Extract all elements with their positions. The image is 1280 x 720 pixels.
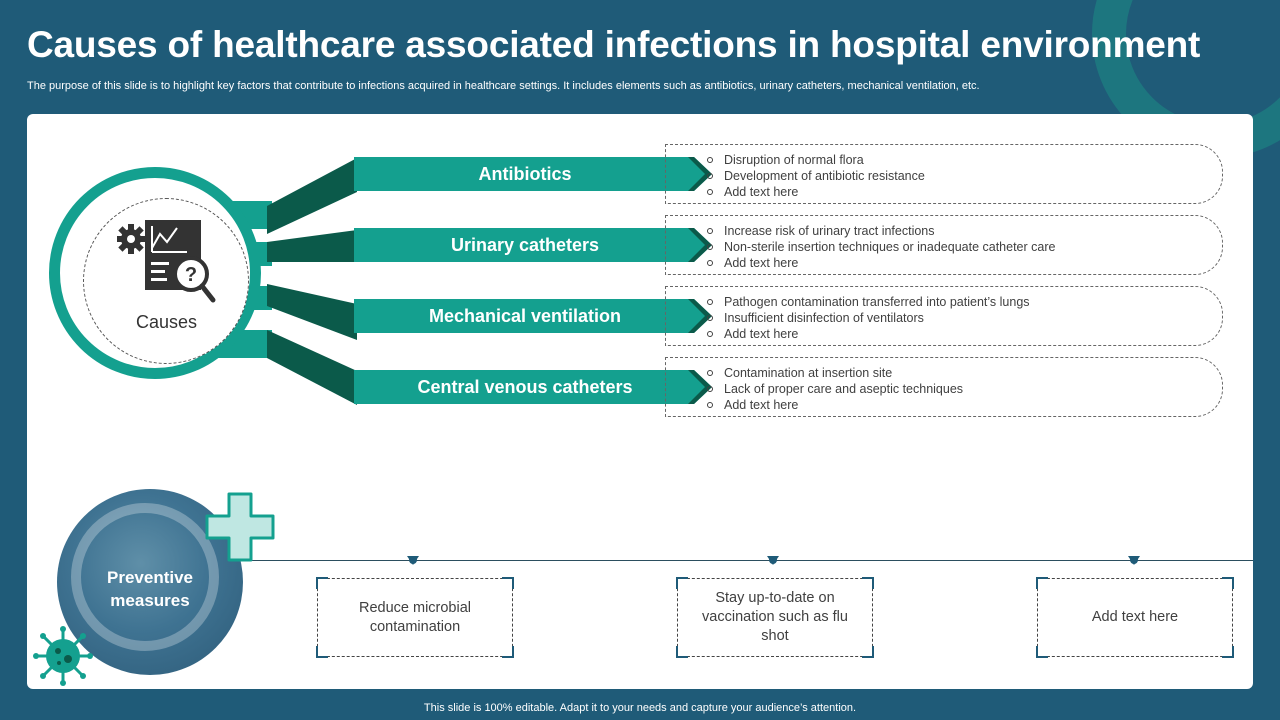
preventive-measure-1: Reduce microbial contamination	[316, 577, 514, 658]
magnifier-question-icon: ?	[173, 256, 216, 303]
cause-details-mechanical-ventilation: Pathogen contamination transferred into …	[665, 286, 1223, 346]
virus-icon	[33, 626, 93, 686]
detail-point: Lack of proper care and aseptic techniqu…	[706, 382, 964, 396]
causes-label: Causes	[135, 312, 198, 332]
preventive-measure-3: Add text here	[1036, 577, 1234, 658]
detail-point: Increase risk of urinary tract infection…	[706, 223, 1055, 239]
svg-text:?: ?	[185, 264, 197, 286]
medical-cross-icon	[205, 492, 275, 562]
cause-bar-antibiotics: Antibiotics	[354, 157, 714, 191]
detail-point: Disruption of normal flora	[707, 152, 925, 168]
page-title: Causes of healthcare associated infectio…	[27, 24, 1201, 65]
cause-label-central-venous-catheters: Central venous catheters	[417, 377, 633, 397]
cause-label-urinary-catheters: Urinary catheters	[450, 235, 600, 255]
cause-details-central-venous-catheters: Contamination at insertion site Lack of …	[665, 357, 1223, 417]
pin-icon	[767, 556, 779, 565]
gear-icon	[117, 224, 146, 254]
preventive-measure-2: Stay up-to-date on vaccination such as f…	[676, 577, 874, 658]
page-subtitle: The purpose of this slide is to highligh…	[27, 80, 980, 92]
detail-point: Add text here	[706, 397, 963, 413]
causes-icon: ?	[117, 220, 216, 303]
cause-bar-mechanical-ventilation: Mechanical ventilation	[354, 299, 714, 333]
cause-label-antibiotics: Antibiotics	[478, 164, 572, 184]
detail-point: Add text here	[707, 184, 925, 200]
pin-icon	[1128, 556, 1140, 565]
detail-point: Add text here	[707, 326, 1030, 342]
detail-point: Contamination at insertion site	[706, 365, 963, 381]
footer-note: This slide is 100% editable. Adapt it to…	[423, 702, 857, 714]
detail-point: Add text here	[706, 255, 1055, 271]
cause-label-mechanical-ventilation: Mechanical ventilation	[428, 306, 622, 326]
preventive-ring	[71, 503, 219, 651]
cause-bar-central-venous-catheters: Central venous catheters	[354, 370, 714, 404]
cause-bar-urinary-catheters: Urinary catheters	[354, 228, 714, 262]
pin-icon	[407, 556, 419, 565]
detail-point: Development of antibiotic resistance	[707, 169, 925, 183]
detail-point: Pathogen contamination transferred into …	[707, 295, 1030, 309]
timeline-line	[252, 560, 1253, 561]
detail-point: Insufficient disinfection of ventilators	[707, 310, 1030, 326]
detail-point: Non-sterile insertion techniques or inad…	[706, 240, 1056, 254]
cause-details-urinary-catheters: Increase risk of urinary tract infection…	[665, 215, 1223, 275]
cause-details-antibiotics: Disruption of normal flora Development o…	[665, 144, 1223, 204]
content-panel: ? Causes Antibiotics Urinary catheters M…	[27, 114, 1253, 689]
fan-connectors	[267, 158, 357, 405]
